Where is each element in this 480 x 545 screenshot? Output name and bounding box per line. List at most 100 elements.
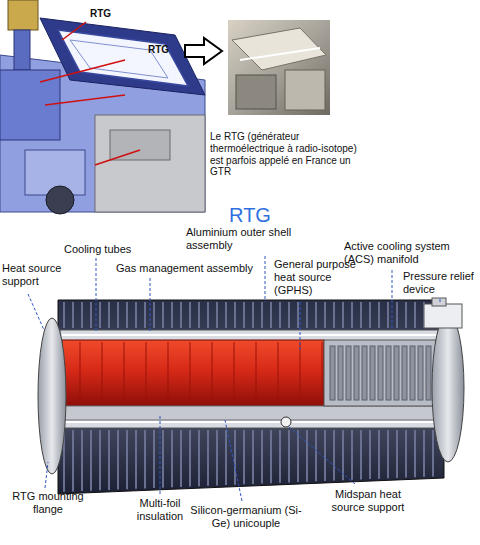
fin	[288, 430, 290, 482]
fin	[306, 430, 308, 482]
fin	[63, 302, 65, 328]
gphs-module	[278, 342, 279, 404]
fin	[126, 302, 128, 328]
fin	[297, 302, 299, 328]
fin	[405, 302, 407, 328]
fin	[117, 302, 119, 328]
callout-label: RTG mounting flange	[6, 490, 90, 516]
unicouple	[338, 346, 343, 400]
fin	[405, 430, 407, 478]
callout-label: Midspan heat source support	[318, 488, 418, 514]
fin	[162, 430, 164, 488]
gphs-module	[80, 342, 81, 404]
fin	[243, 430, 245, 484]
fin	[225, 302, 227, 328]
unicouple	[410, 346, 415, 400]
fin	[207, 430, 209, 486]
unicouple	[426, 346, 431, 400]
gphs-module	[300, 342, 301, 404]
fin	[108, 302, 110, 328]
fin	[369, 430, 371, 479]
fin	[162, 302, 164, 328]
fin	[252, 302, 254, 328]
fin	[216, 302, 218, 328]
fin	[423, 430, 425, 477]
gphs-module	[234, 342, 235, 404]
fin	[234, 302, 236, 328]
fin	[225, 430, 227, 485]
fin	[189, 302, 191, 328]
fin	[414, 430, 416, 477]
fin	[270, 302, 272, 328]
callout-label: Multi-foil insulation	[126, 497, 194, 523]
fin	[81, 302, 83, 328]
fin	[180, 430, 182, 487]
callout-label: Active cooling system (ACS) manifold	[344, 240, 474, 266]
fin	[261, 302, 263, 328]
fin	[360, 302, 362, 328]
rtg-cutaway	[38, 298, 464, 494]
gphs-module	[124, 342, 125, 404]
part-label: RTG	[148, 44, 184, 56]
unicouple	[402, 346, 407, 400]
fin	[414, 302, 416, 328]
fin	[297, 430, 299, 482]
fin	[315, 302, 317, 328]
fin	[153, 430, 155, 488]
unicouple	[370, 346, 375, 400]
callout-label: Silicon-germanium (Si-Ge) unicouple	[190, 504, 302, 530]
fin	[198, 302, 200, 328]
fin	[234, 430, 236, 485]
gphs-module	[168, 342, 169, 404]
gphs-module	[256, 342, 257, 404]
fin	[261, 430, 263, 484]
callout-label: Gas management assembly	[116, 262, 262, 275]
unicouple	[386, 346, 391, 400]
fin	[216, 430, 218, 485]
unicouple	[394, 346, 399, 400]
fin	[324, 430, 326, 481]
callout-label: Pressure relief device	[403, 270, 477, 296]
fin	[288, 302, 290, 328]
fin	[72, 302, 74, 328]
fin	[279, 302, 281, 328]
fin	[333, 430, 335, 481]
unicouple	[346, 346, 351, 400]
fin	[252, 430, 254, 484]
fin	[171, 302, 173, 328]
fin	[342, 302, 344, 328]
fin	[243, 302, 245, 328]
fin	[360, 430, 362, 479]
fin	[324, 302, 326, 328]
fin	[270, 430, 272, 483]
fin	[171, 430, 173, 487]
gphs-module	[190, 342, 191, 404]
fin	[207, 302, 209, 328]
fin	[135, 430, 137, 489]
rover-drawing	[0, 0, 205, 214]
fin	[144, 302, 146, 328]
fin	[387, 302, 389, 328]
part-label: RTG	[90, 8, 130, 20]
fin	[99, 302, 101, 328]
rover-photo	[228, 20, 330, 115]
fin	[333, 302, 335, 328]
fin	[72, 430, 74, 491]
callout-label: Heat source support	[2, 262, 66, 288]
fin	[108, 430, 110, 490]
fin	[99, 430, 101, 490]
unicouple	[418, 346, 423, 400]
fin	[396, 430, 398, 478]
fin	[306, 302, 308, 328]
fin	[315, 430, 317, 481]
fin	[351, 302, 353, 328]
callout-label: Cooling tubes	[64, 243, 154, 256]
gphs-module	[322, 342, 323, 404]
unicouple	[354, 346, 359, 400]
fin	[189, 430, 191, 487]
fin	[279, 430, 281, 483]
gphs-module	[146, 342, 147, 404]
fin	[351, 430, 353, 480]
leader-lines	[28, 256, 440, 501]
